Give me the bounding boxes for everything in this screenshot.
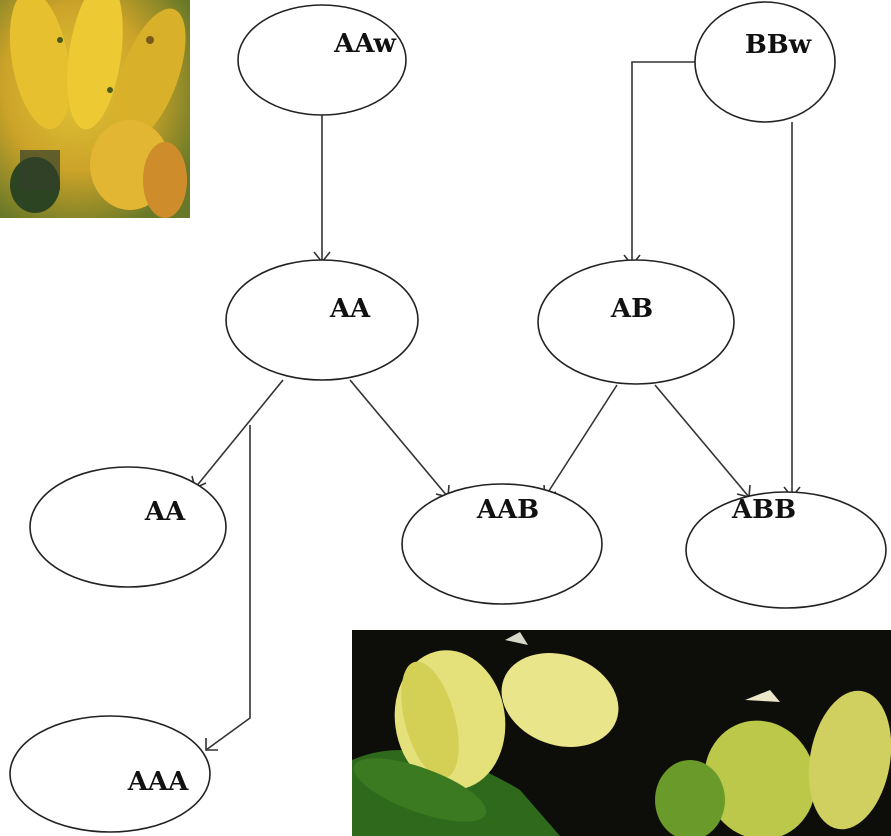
node-aab: AAB: [401, 483, 603, 605]
edge-aa-aaa: [205, 425, 251, 751]
edge-ab-aab: [544, 384, 618, 498]
edge-ab-abb: [654, 384, 750, 498]
node-label: ABB: [731, 495, 796, 525]
banana-photo: [0, 0, 190, 218]
node-label: AAB: [476, 495, 539, 525]
node-label: AA: [329, 294, 371, 324]
node-label: BBw: [745, 30, 812, 60]
node-label: AAw: [333, 29, 396, 59]
edges: [191, 61, 801, 751]
plantain-photo: [352, 630, 891, 836]
node-aaw: AAw: [237, 4, 407, 116]
node-label: AA: [144, 497, 186, 527]
node-label: AAA: [127, 767, 189, 797]
edge-aa-aachild: [194, 379, 284, 489]
node-aa-child: AA: [29, 466, 227, 588]
edge-aa-aab: [349, 379, 449, 498]
node-label: AB: [610, 294, 653, 324]
node-ab: AB: [537, 259, 735, 385]
node-aa-parent: AA: [225, 259, 419, 381]
node-bbw: BBw: [694, 1, 836, 123]
node-aaa: AAA: [9, 715, 211, 833]
edge-bbw-ab: [631, 61, 697, 265]
node-abb: ABB: [685, 491, 887, 609]
